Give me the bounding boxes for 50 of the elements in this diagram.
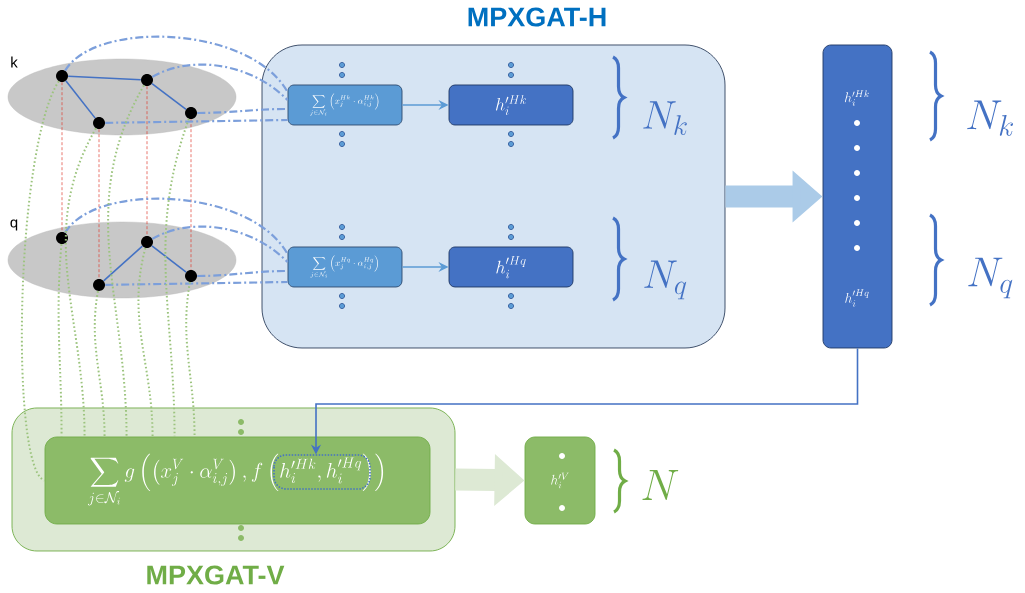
aggregation-box: $\sum_{j\in\mathcal{N}_i}\left(x_j^{Hq}\cdot\alpha_{i,j}^{Hq}\right)$: [287, 246, 403, 288]
connector: [93, 290, 106, 438]
connector: [107, 84, 145, 438]
connector: [197, 269, 288, 278]
layer-label: q: [10, 219, 18, 231]
set-label: $N_q$: [644, 260, 687, 300]
connector: [67, 75, 142, 81]
connector: [105, 118, 288, 124]
connector: [151, 225, 289, 263]
embedding-box: $h_i^{\prime Hq}$: [448, 246, 574, 288]
panel-title: MPXGAT-H: [468, 7, 606, 27]
connector: [65, 127, 97, 438]
connector: [61, 81, 63, 233]
graph-node: [141, 74, 153, 86]
connector: [64, 35, 289, 93]
set-label: $N$: [642, 470, 679, 501]
embedding-label: $h_i^{\prime Hk}$: [844, 90, 869, 106]
connector: [57, 243, 63, 438]
connector: [164, 117, 190, 438]
set-label: $N_q$: [968, 257, 1013, 299]
connector: [151, 245, 187, 273]
connector: [151, 82, 187, 111]
embedding-box: $h_i^{\prime V}$: [524, 436, 596, 525]
graph-node: [56, 232, 68, 244]
graph-node: [56, 70, 68, 82]
set-label: $N_k$: [967, 100, 1013, 136]
connector: [64, 197, 289, 255]
connector: [105, 280, 288, 286]
connector: [190, 118, 192, 271]
graph-node: [141, 236, 153, 248]
aggregation-box: $\sum_{j\in\mathcal{N}_i}\left(x_j^{Hk}\cdot\alpha_{i,j}^{Hk}\right)$: [287, 84, 403, 126]
graph-node: [185, 107, 197, 119]
graph-node: [93, 117, 105, 129]
graph-node: [185, 270, 197, 282]
graph-node: [93, 279, 105, 291]
connector: [102, 245, 144, 282]
aggregation-box: $\sum_{j\in\mathcal{N}_i} g\left(\left(x_j^{V}\cdot\alpha_{i,j}^{V}\right), f\left(h_i^{\prime Hk}, h_i^{\prime Hq}\right)\right)$: [44, 436, 431, 525]
connector: [146, 85, 148, 237]
connector: [151, 63, 289, 101]
connector: [65, 80, 96, 119]
connector: [20, 80, 60, 482]
connector: [185, 281, 196, 438]
set-label: $N_k$: [643, 101, 687, 135]
panel-title: MPXGAT-V: [147, 565, 285, 585]
embedding-label: $h_i^{\prime Hq}$: [845, 289, 869, 307]
connector: [98, 128, 100, 280]
layer-label: k: [11, 56, 18, 68]
connector: [137, 247, 154, 438]
embedding-box: $h_i^{\prime Hk}$: [448, 84, 574, 126]
connector: [197, 107, 288, 115]
